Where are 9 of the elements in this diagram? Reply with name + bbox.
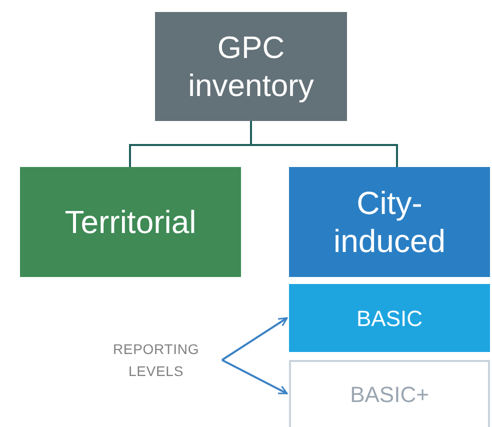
arrow xyxy=(221,317,288,361)
category-box: City-induced xyxy=(289,167,490,277)
connector-line xyxy=(250,121,398,167)
category-box: GPC inventory xyxy=(155,12,347,121)
category-box: Territorial xyxy=(20,167,241,277)
level-box: BASIC xyxy=(289,284,490,352)
annotation-label: REPORTING LEVELS xyxy=(100,336,212,384)
level-box: BASIC+ xyxy=(289,360,490,427)
arrow xyxy=(222,359,288,394)
